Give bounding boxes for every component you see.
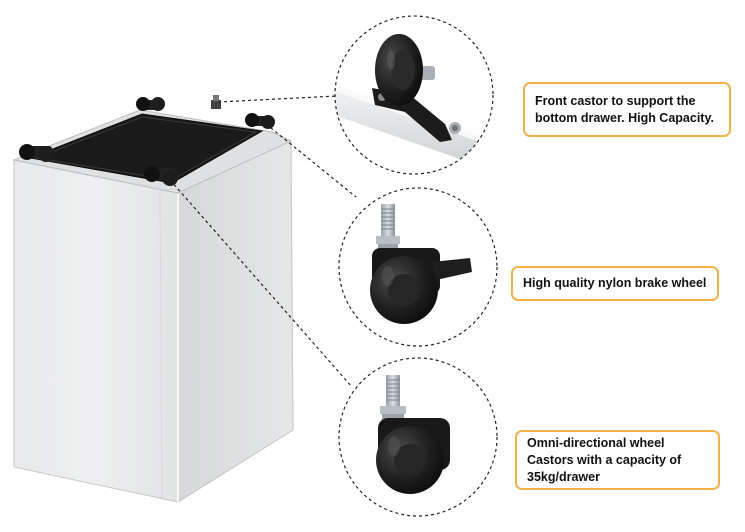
cabinet-front-castor-bracket: [211, 95, 221, 109]
detail-brake-wheel: [338, 187, 498, 347]
callout-omni-wheel: Omni-directional wheel Castors with a ca…: [515, 430, 720, 490]
cabinet-castor-left: [19, 144, 54, 162]
callout-brake-wheel: High quality nylon brake wheel: [511, 266, 719, 301]
callout-omni-wheel-line1: Omni-directional wheel: [527, 435, 665, 450]
detail-front-castor: [334, 15, 494, 175]
cabinet: [12, 95, 294, 503]
cabinet-castor-front: [144, 166, 178, 186]
cabinet-side-face: [177, 135, 294, 503]
callout-brake-wheel-line1: High quality nylon brake wheel: [523, 276, 707, 290]
callout-front-castor: Front castor to support the bottom drawe…: [523, 82, 731, 137]
callout-omni-wheel-line2: Castors with a capacity of: [527, 452, 682, 467]
cabinet-castor-back: [136, 97, 165, 111]
cabinet-castor-right: [245, 113, 275, 129]
detail-omni-wheel: [338, 357, 498, 517]
cabinet-front-face: [13, 159, 179, 503]
callout-omni-wheel-line3: 35kg/drawer: [527, 469, 600, 484]
callout-front-castor-line1: Front castor to support the: [535, 93, 696, 108]
callout-front-castor-line2: bottom drawer. High Capacity.: [535, 110, 714, 125]
leader-lines: [169, 95, 357, 388]
cabinet-base-plate: [28, 113, 264, 184]
